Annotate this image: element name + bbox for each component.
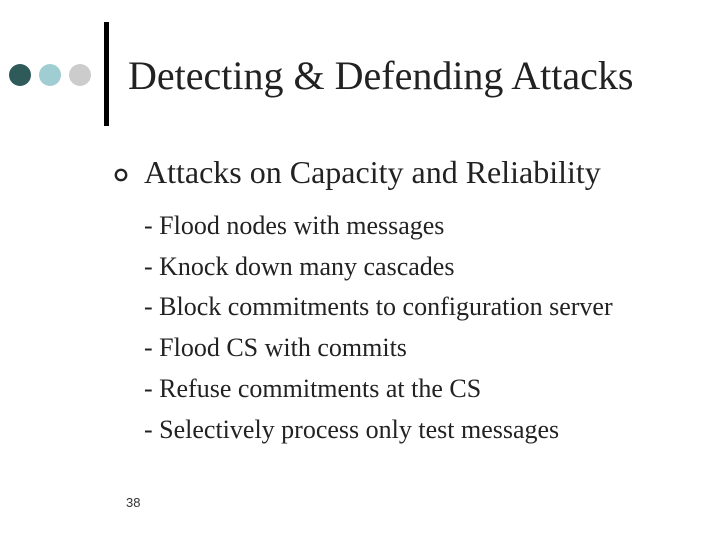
sub-bullet-list: - Flood nodes with messages - Knock down… [144,206,613,450]
decorative-dots [9,64,99,86]
slide-title: Detecting & Defending Attacks [128,53,634,98]
list-item: - Flood nodes with messages [144,211,445,240]
list-item: - Selectively process only test messages [144,414,560,444]
list-item: - Knock down many cascades [144,251,455,281]
gray-dot-icon [69,64,91,86]
main-bullet-text: Attacks on Capacity and Reliability [144,154,601,190]
slide-number: 38 [126,495,141,510]
title-divider [104,22,109,126]
teal-dot-icon [39,64,61,86]
circle-bullet-icon [114,168,128,182]
list-item: - Refuse commitments at the CS [144,373,482,403]
list-item: - Flood CS with commits [144,333,407,363]
dark-dot-icon [9,64,31,86]
list-item: - Block commitments to configuration ser… [144,292,613,322]
